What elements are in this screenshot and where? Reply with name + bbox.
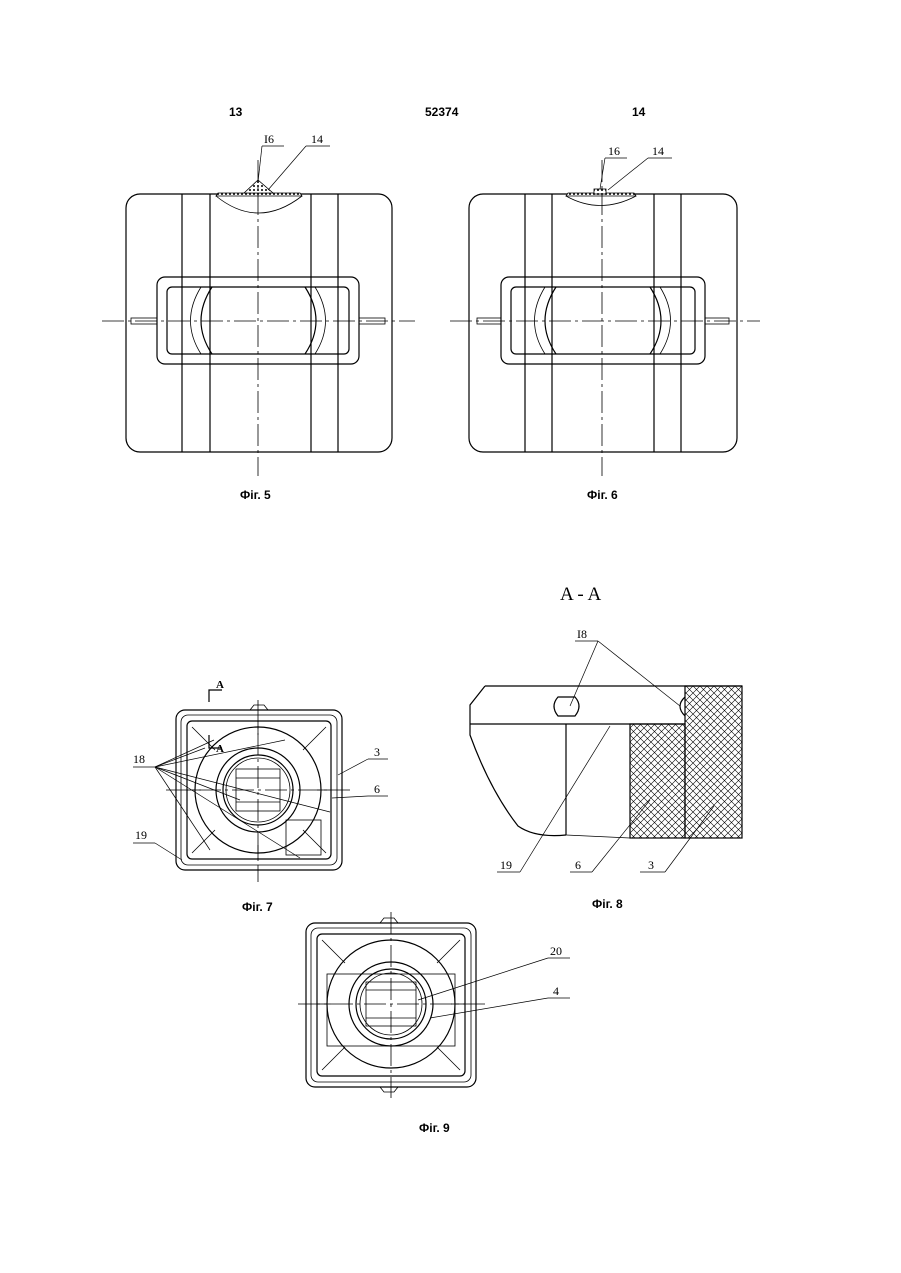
label-19: 19	[500, 858, 512, 872]
label-16: 16	[608, 144, 620, 158]
label-20: 20	[550, 944, 562, 958]
figure-8-drawing: I8 19 6 3	[470, 627, 742, 872]
section-title-a-a: A - A	[560, 584, 601, 606]
label-4: 4	[553, 984, 559, 998]
figure-7-drawing: A A 18 3 6 19	[133, 679, 388, 882]
label-i6: I6	[264, 132, 274, 146]
label-i8: I8	[577, 627, 587, 641]
label-18: 18	[133, 752, 145, 766]
caption-fig-9: Фіг. 9	[419, 1121, 450, 1135]
figure-6-drawing: 16 14	[450, 144, 760, 476]
label-14: 14	[311, 132, 323, 146]
caption-fig-5: Фіг. 5	[240, 488, 271, 502]
label-14: 14	[652, 144, 664, 158]
label-6: 6	[575, 858, 581, 872]
figure-5-drawing: I6 14	[102, 132, 415, 476]
figure-9-drawing: 20 4	[298, 912, 570, 1098]
label-6: 6	[374, 782, 380, 796]
caption-fig-8: Фіг. 8	[592, 897, 623, 911]
label-19: 19	[135, 828, 147, 842]
caption-fig-7: Фіг. 7	[242, 900, 273, 914]
label-3: 3	[648, 858, 654, 872]
label-3: 3	[374, 745, 380, 759]
caption-fig-6: Фіг. 6	[587, 488, 618, 502]
section-mark-a-top: A	[216, 679, 224, 691]
